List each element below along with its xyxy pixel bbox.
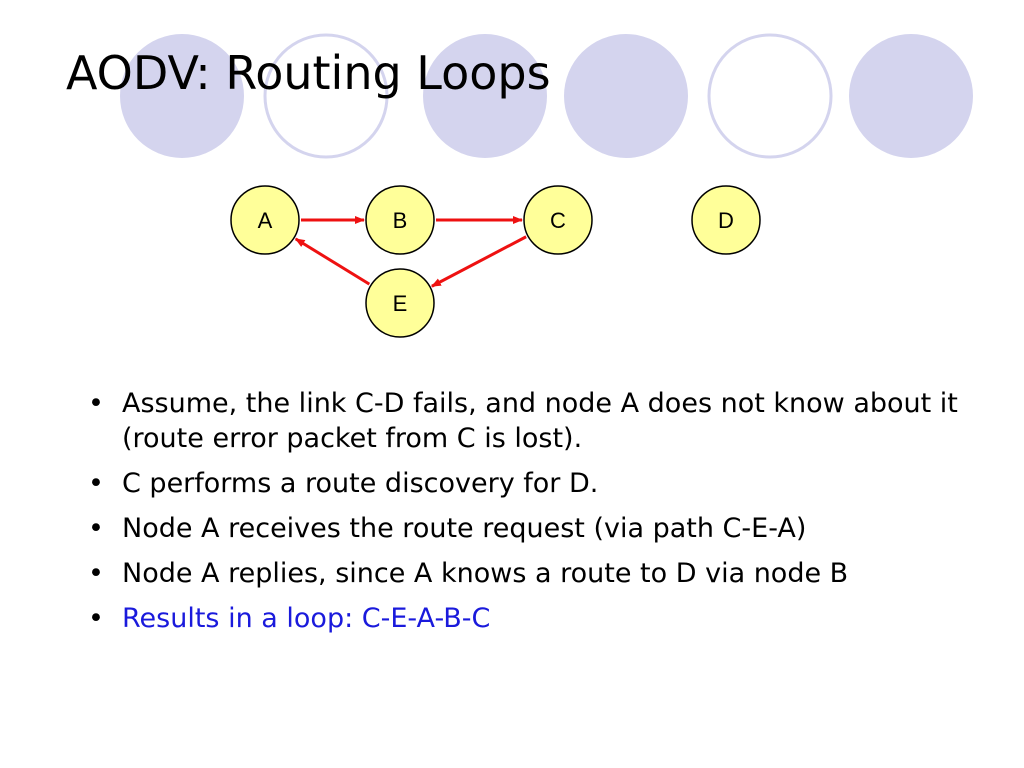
bullet-text: C performs a route discovery for D. [122,468,599,499]
deco-circle-outline-1 [263,33,389,159]
node-label: D [718,208,734,233]
edge-e-a [294,237,371,286]
slide-title: AODV: Routing Loops [66,46,551,100]
bullet-dot: • [88,388,104,419]
bullet-item: • Node A replies, since A knows a route t… [86,556,986,591]
bullet-list: • Assume, the link C-D fails, and node A … [86,386,986,646]
deco-circle-filled-2 [423,34,547,158]
bullet-text: Node A receives the route request (via p… [122,513,807,544]
node-circle [523,185,593,255]
bullet-dot: • [88,558,104,589]
node-label: E [393,291,408,316]
node-d: D [691,185,761,255]
deco-circle-filled-1 [120,34,244,158]
node-circle [230,185,300,255]
node-circle [365,185,435,255]
node-label: A [258,208,273,233]
bullet-dot: • [88,603,104,634]
bullet-dot: • [88,468,104,499]
node-label: C [550,208,566,233]
edge-c-e [430,235,527,288]
bullet-text: Node A replies, since A knows a route to… [122,558,849,589]
bullet-item: • Results in a loop: C-E-A-B-C [86,601,986,636]
deco-circle-outline-2 [707,33,833,159]
node-e: E [365,268,435,338]
decorative-circles [120,33,973,159]
bullet-text: Assume, the link C-D fails, and node A d… [122,388,958,454]
deco-circle-filled-3 [564,34,688,158]
node-a: A [230,185,300,255]
node-label: B [393,208,408,233]
node-c: C [523,185,593,255]
bullet-item: • Node A receives the route request (via … [86,511,986,546]
bullet-item: • Assume, the link C-D fails, and node A … [86,386,986,456]
bullet-dot: • [88,513,104,544]
node-b: B [365,185,435,255]
deco-circle-filled-4 [849,34,973,158]
node-circle [691,185,761,255]
bullet-text: Results in a loop: C-E-A-B-C [122,603,491,634]
bullet-item: • C performs a route discovery for D. [86,466,986,501]
network-diagram: A B C D E [230,185,761,338]
node-circle [365,268,435,338]
